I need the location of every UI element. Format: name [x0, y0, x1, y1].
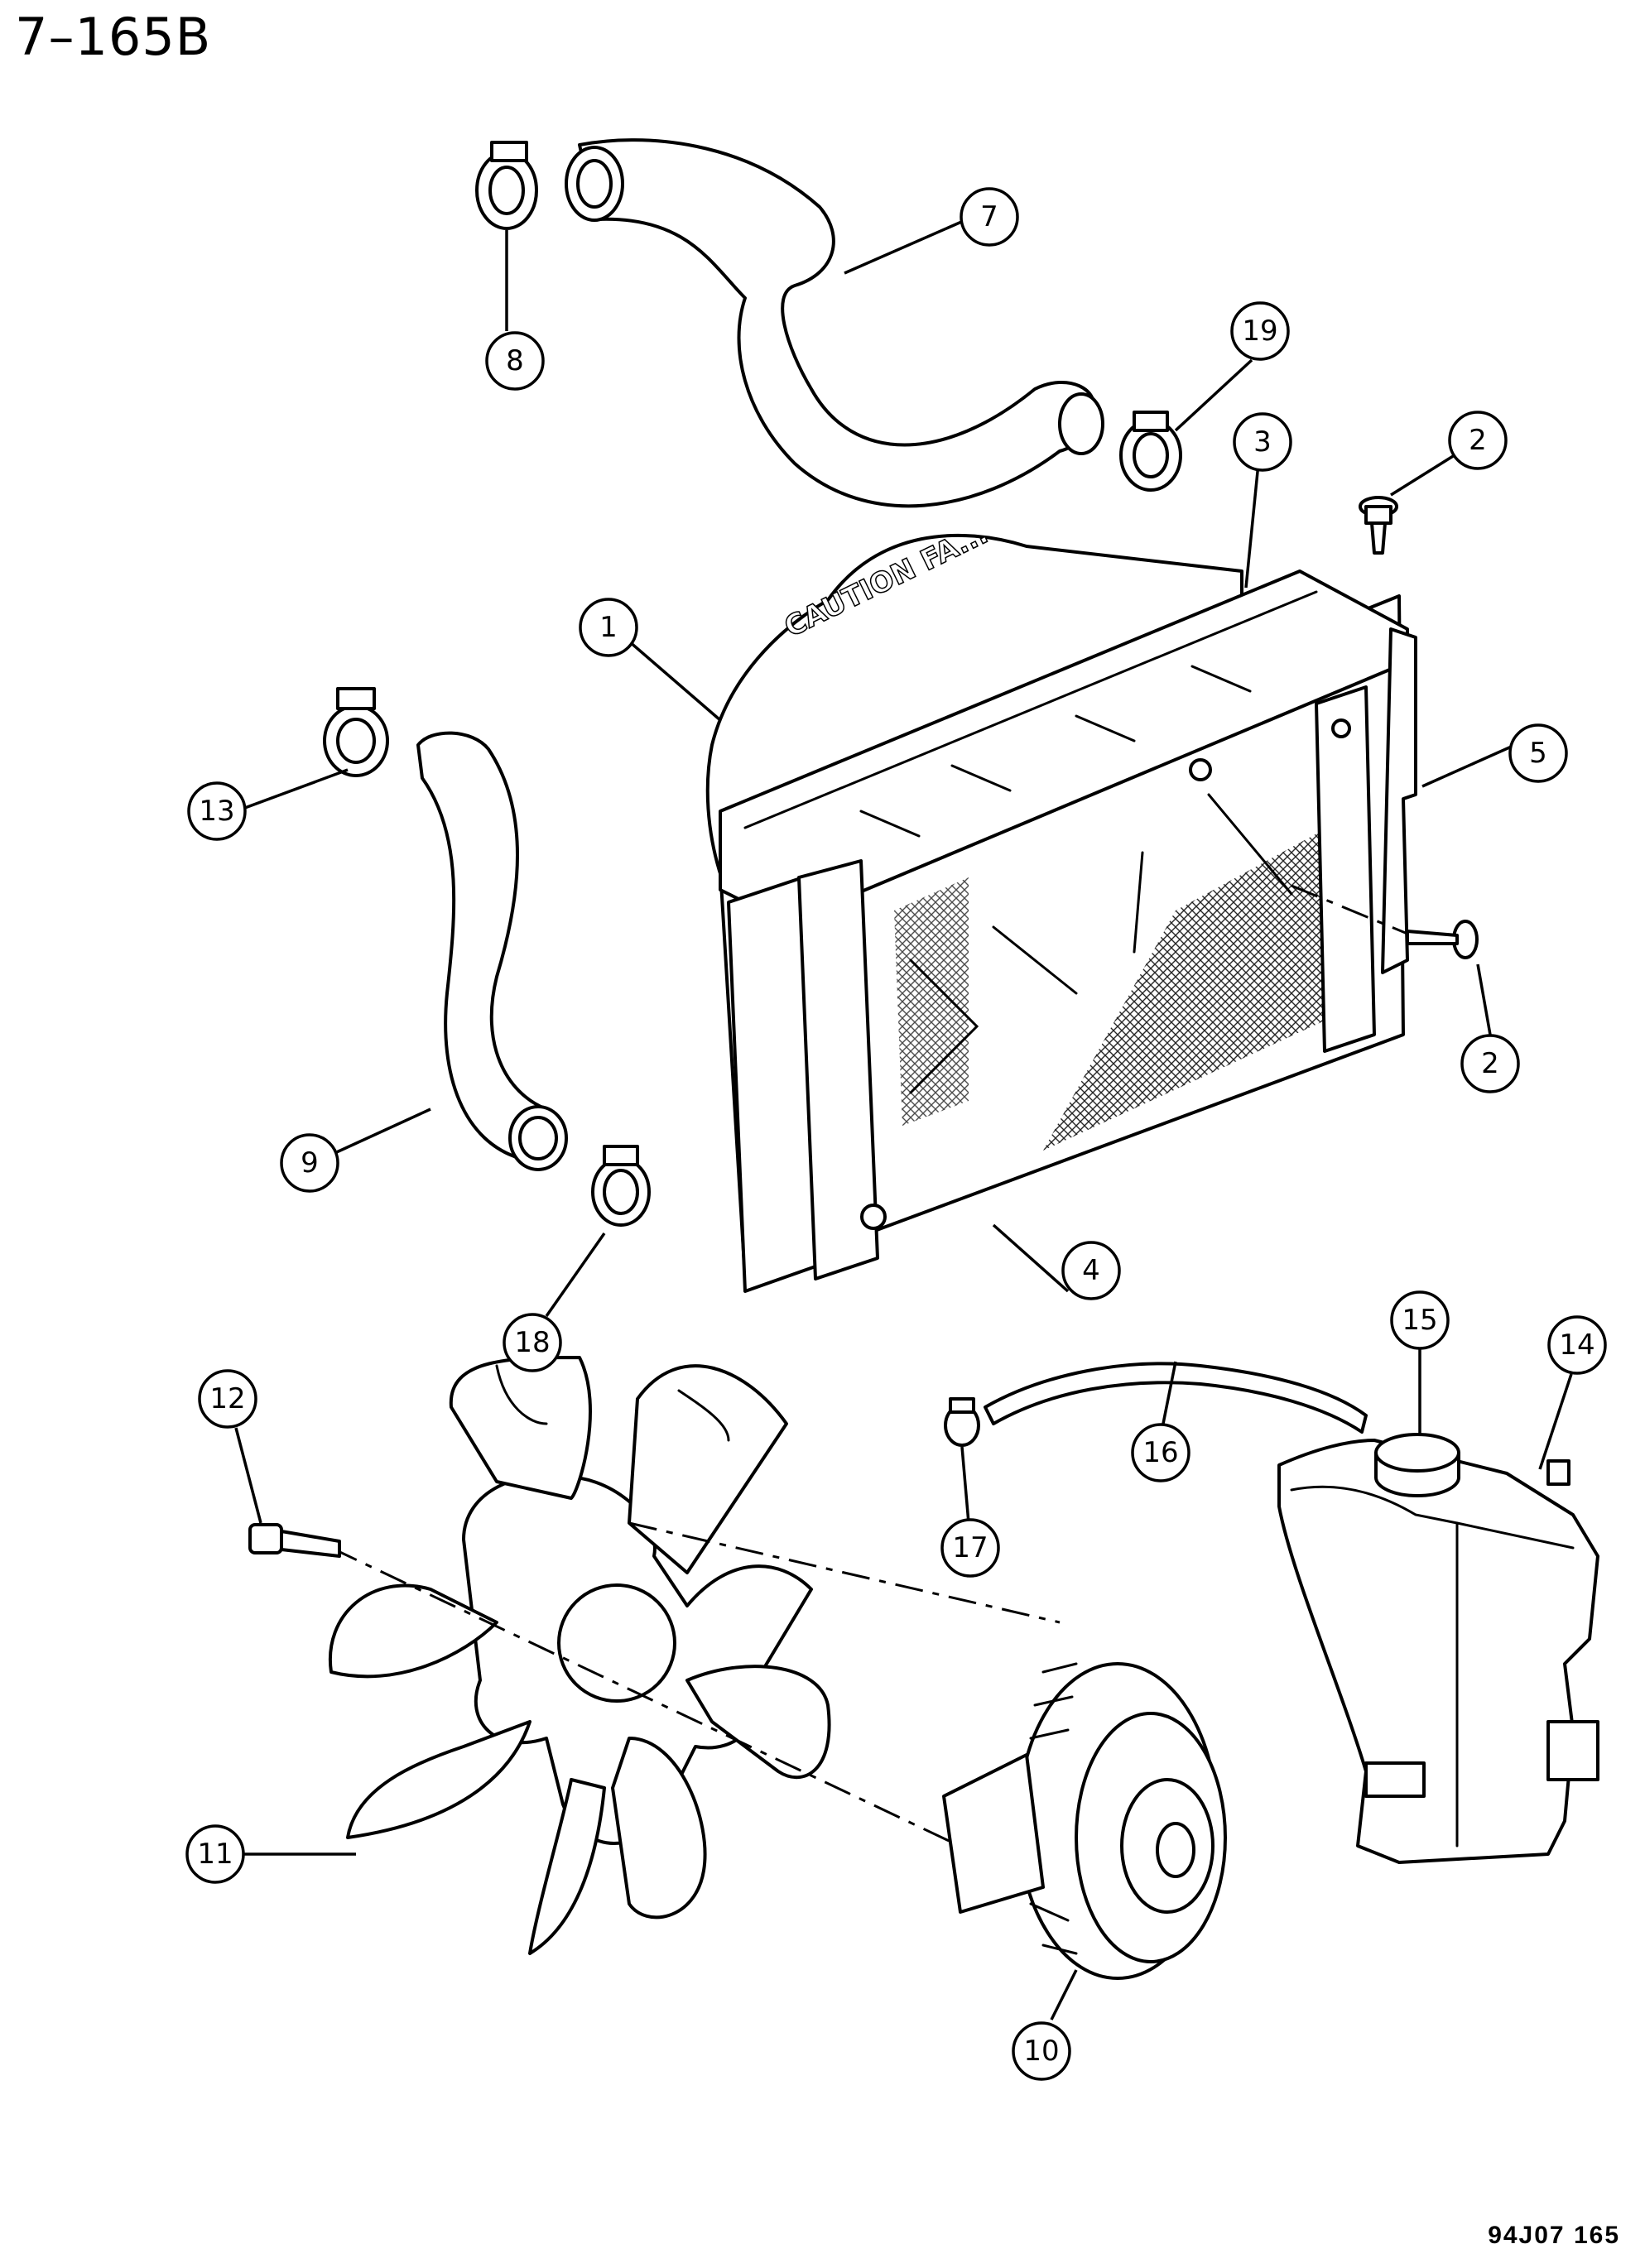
page-title: 7–165B	[15, 7, 212, 67]
callout-1: 1	[579, 598, 638, 657]
callout-5: 5	[1508, 723, 1568, 783]
bolt-12	[248, 1523, 341, 1558]
callout-9: 9	[280, 1133, 339, 1193]
callout-16: 16	[1131, 1423, 1190, 1482]
upper-hose	[565, 138, 1104, 508]
callout-13: 13	[187, 781, 247, 841]
callout-4: 4	[1061, 1241, 1121, 1300]
callout-4-label: 4	[1082, 1254, 1100, 1287]
bolt-top	[1359, 496, 1398, 555]
callout-2-top-label: 2	[1469, 424, 1487, 457]
seal	[1381, 627, 1417, 974]
callout-8: 8	[485, 331, 545, 391]
callout-10: 10	[1012, 2021, 1071, 2081]
callout-10-label: 10	[1023, 2035, 1059, 2068]
reservoir	[1277, 1439, 1599, 1864]
callout-7: 7	[960, 187, 1019, 247]
callout-2-side-label: 2	[1481, 1047, 1499, 1080]
callout-19-label: 19	[1242, 315, 1277, 348]
callout-13-label: 13	[199, 795, 234, 828]
callout-16-label: 16	[1142, 1436, 1178, 1469]
clamp-17	[944, 1397, 980, 1447]
callout-11: 11	[185, 1824, 245, 1884]
clamp-13	[323, 687, 389, 777]
fan-drive	[942, 1662, 1227, 1980]
callout-12: 12	[198, 1369, 257, 1429]
callout-3: 3	[1233, 412, 1292, 472]
callout-2-side: 2	[1460, 1034, 1520, 1093]
callout-17: 17	[940, 1518, 1000, 1578]
callout-9-label: 9	[301, 1146, 319, 1180]
fan-blade	[328, 1356, 831, 1955]
callout-15-label: 15	[1402, 1304, 1437, 1337]
callout-17-label: 17	[952, 1531, 988, 1564]
callout-5-label: 5	[1529, 737, 1547, 770]
clamp-18	[591, 1145, 651, 1227]
figure-code: 94J07 165	[1488, 2222, 1620, 2249]
callout-7-label: 7	[980, 200, 998, 233]
clamp-8	[475, 141, 538, 230]
radiator	[719, 569, 1409, 1293]
bolt-side	[1406, 920, 1479, 959]
callout-11-label: 11	[197, 1838, 233, 1871]
callout-1-label: 1	[599, 611, 618, 644]
overflow-hose	[984, 1362, 1368, 1434]
callout-15: 15	[1390, 1290, 1450, 1350]
callout-2-top: 2	[1448, 411, 1508, 470]
lower-hose	[416, 731, 568, 1171]
leader-lines	[234, 215, 1573, 2021]
callout-18-label: 18	[514, 1326, 550, 1359]
callout-14: 14	[1547, 1315, 1607, 1375]
callout-18: 18	[503, 1313, 562, 1372]
callout-8-label: 8	[506, 344, 524, 377]
callout-12-label: 12	[209, 1382, 245, 1415]
callout-14-label: 14	[1559, 1329, 1594, 1362]
callout-19: 19	[1230, 301, 1290, 361]
clamp-19	[1119, 411, 1182, 492]
reservoir-cap	[1374, 1433, 1460, 1497]
callout-3-label: 3	[1253, 425, 1272, 459]
